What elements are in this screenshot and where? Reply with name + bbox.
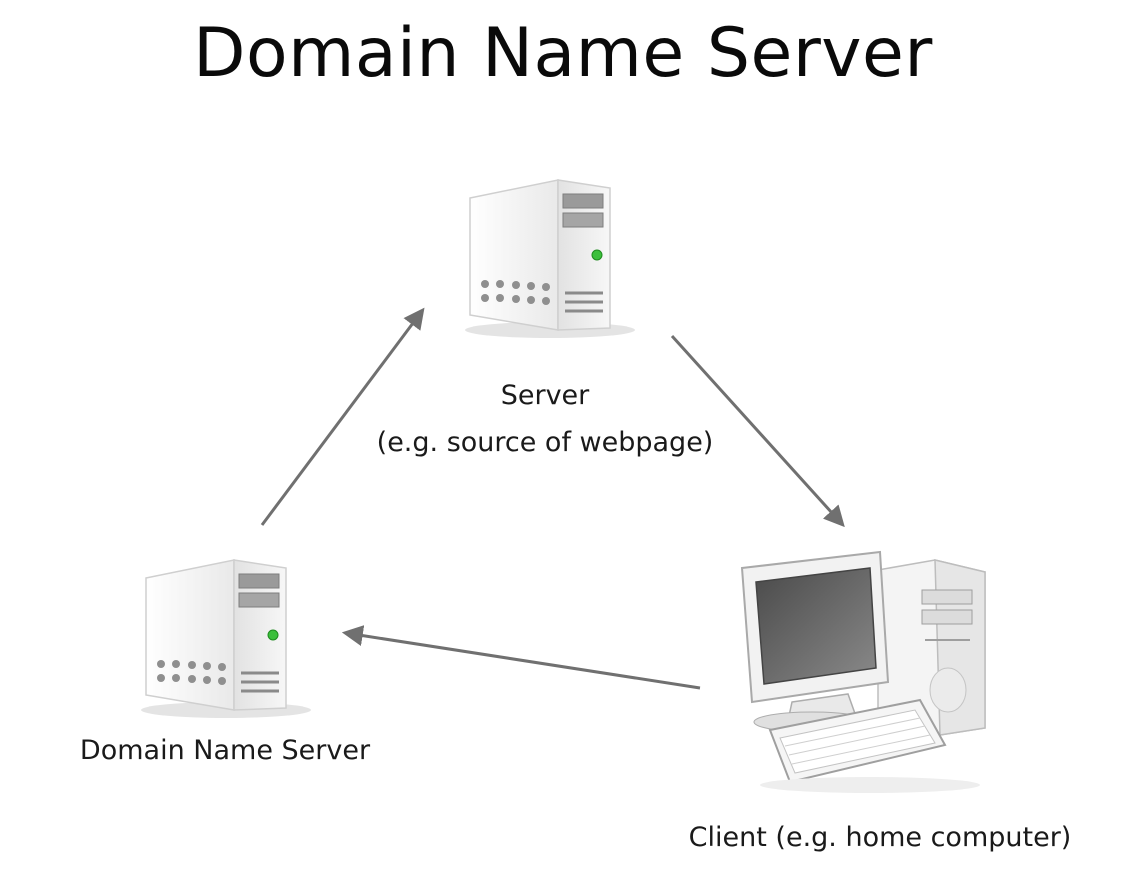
server-icon <box>465 179 635 338</box>
dns-server-icon <box>141 559 311 718</box>
server-label-example: (e.g. source of webpage) <box>376 427 714 458</box>
dns-server-label: Domain Name Server <box>79 735 371 766</box>
arrow-client-to-dns <box>341 625 701 690</box>
server-label-name: Server <box>500 380 590 411</box>
server-label: Server (e.g. source of webpage) <box>330 372 760 466</box>
diagram-title: Domain Name Server <box>193 14 933 93</box>
client-computer-icon <box>740 550 986 793</box>
arrow-server-to-client <box>670 334 845 528</box>
arrow-dns-to-server <box>260 307 425 526</box>
client-label: Client (e.g. home computer) <box>688 822 1072 853</box>
